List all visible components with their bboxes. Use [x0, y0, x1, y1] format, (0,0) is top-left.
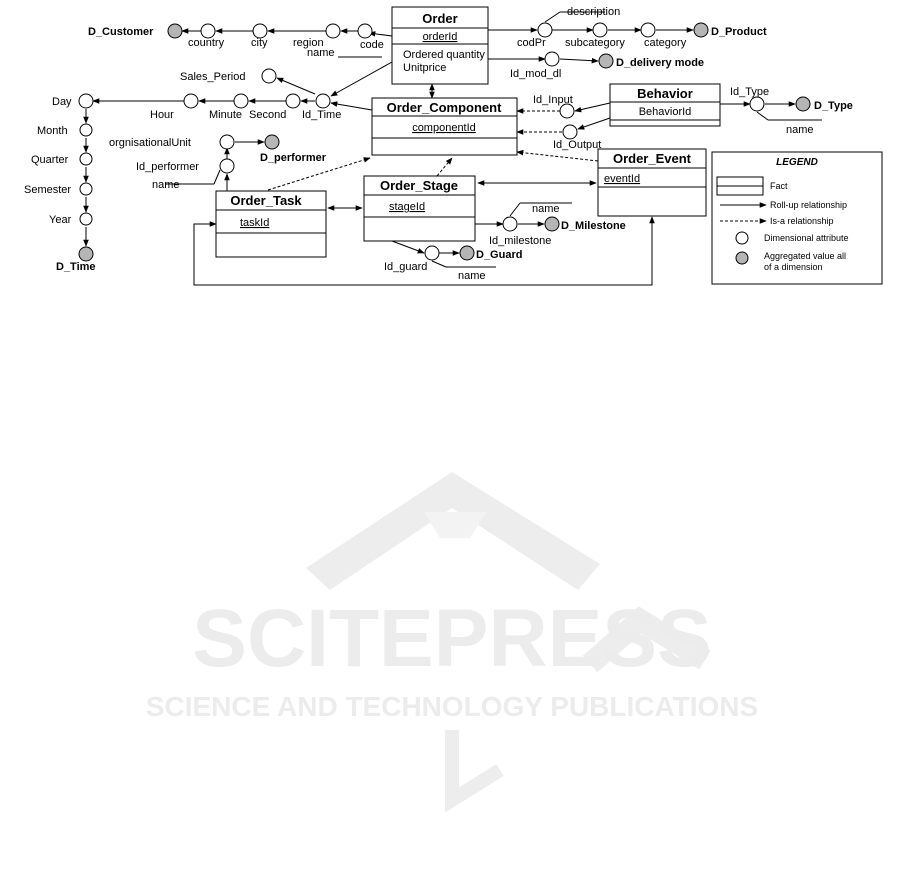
legend-title: LEGEND — [776, 157, 818, 168]
label-subcategory: subcategory — [565, 37, 625, 49]
dim-product: D_Product — [711, 26, 767, 38]
label-hour: Hour — [150, 109, 174, 121]
fact-order-attr2: Unitprice — [403, 62, 446, 74]
label-id-input: Id_Input — [533, 94, 573, 106]
legend-agg-line2: of a dimension — [764, 262, 823, 272]
fact-order: Order orderId Ordered quantity Unitprice — [391, 6, 489, 85]
label-id-guard: Id_guard — [384, 261, 427, 273]
label-id-output: Id_Output — [553, 139, 601, 151]
fact-stage-key: stageId — [389, 201, 425, 213]
watermark-sub: SCIENCE AND TECHNOLOGY PUBLICATIONS — [146, 691, 758, 722]
dim-delivery: D_delivery mode — [616, 57, 704, 69]
fact-order-title: Order — [422, 11, 457, 26]
label-semester: Semester — [24, 184, 71, 196]
fact-behavior: Behavior BehaviorId — [609, 83, 721, 127]
dim-milestone: D_Milestone — [561, 220, 626, 232]
fact-order-attr1: Ordered quantity — [403, 49, 485, 61]
label-id-milestone: Id_milestone — [489, 235, 551, 247]
watermark-main: SCITEPRESS — [192, 593, 711, 684]
fact-behavior-title: Behavior — [637, 86, 693, 101]
label-day: Day — [52, 96, 72, 108]
publisher-logo — [306, 472, 711, 813]
fact-order-stage: Order_Stage stageId — [363, 175, 476, 242]
label-category: category — [644, 37, 687, 49]
label-codpr: codPr — [517, 37, 546, 49]
dim-performer: D_performer — [260, 152, 327, 164]
label-minute: Minute — [209, 109, 242, 121]
label-type-name: name — [786, 124, 814, 136]
label-id-performer: Id_performer — [136, 161, 199, 173]
fact-task-key: taskId — [240, 217, 269, 229]
fact-stage-title: Order_Stage — [380, 178, 458, 193]
label-id-time: Id_Time — [302, 109, 341, 121]
label-country: country — [188, 37, 225, 49]
dim-guard: D_Guard — [476, 249, 522, 261]
label-customer-name: name — [307, 47, 335, 59]
label-code: code — [360, 39, 384, 51]
label-city: city — [251, 37, 268, 49]
label-region: region — [293, 37, 324, 49]
dimensional-attributes — [78, 22, 765, 261]
fact-order-key: orderId — [423, 31, 458, 43]
label-year: Year — [49, 214, 72, 226]
fact-order-event: Order_Event eventId — [597, 148, 707, 217]
legend-isa: Is-a relationship — [770, 216, 834, 226]
dim-type: D_Type — [814, 100, 853, 112]
fact-task-title: Order_Task — [230, 193, 302, 208]
legend-dimattr: Dimensional attribute — [764, 233, 849, 243]
label-milestone-name: name — [532, 203, 560, 215]
fact-order-component: Order_Component componentId — [371, 97, 518, 156]
fact-component-key: componentId — [412, 122, 476, 134]
fact-event-key: eventId — [604, 173, 640, 185]
label-second: Second — [249, 109, 286, 121]
fact-event-title: Order_Event — [613, 151, 692, 166]
label-id-mod-dl: Id_mod_dl — [510, 68, 561, 80]
relationship-lines — [83, 11, 822, 286]
fact-behavior-key: BehaviorId — [639, 106, 692, 118]
label-quarter: Quarter — [31, 154, 69, 166]
dim-customer: D_Customer — [88, 26, 154, 38]
fact-order-task: Order_Task taskId — [215, 190, 327, 258]
label-org-unit: orgnisationalUnit — [109, 137, 191, 149]
aggregated-dimensions — [78, 22, 811, 262]
label-sales-period: Sales_Period — [180, 71, 245, 83]
legend-fact: Fact — [770, 181, 788, 191]
legend-rollup: Roll-up relationship — [770, 200, 847, 210]
legend-agg-line1: Aggregated value all — [764, 251, 846, 261]
fact-component-title: Order_Component — [387, 100, 503, 115]
label-id-type: Id_Type — [730, 86, 769, 98]
legend: LEGEND Fact Roll-up relationship Is-a re… — [711, 151, 883, 285]
label-performer-name: name — [152, 179, 180, 191]
label-month: Month — [37, 125, 68, 137]
label-guard-name: name — [458, 270, 486, 282]
label-description: description — [567, 6, 620, 18]
dim-time: D_Time — [56, 261, 96, 273]
